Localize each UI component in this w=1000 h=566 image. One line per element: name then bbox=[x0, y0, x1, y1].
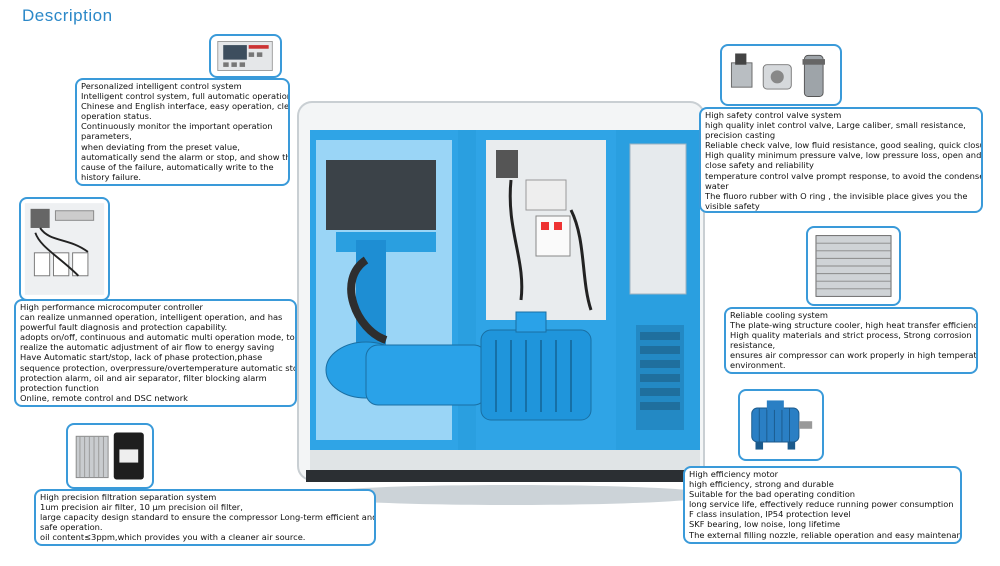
valve-line: High safety control valve system bbox=[705, 110, 842, 120]
filtration-line: oil content≤3ppm,which provides you with… bbox=[40, 532, 306, 543]
motor-thumbnail bbox=[738, 389, 824, 461]
motor-line: high efficiency, strong and durable bbox=[689, 479, 834, 490]
valve-line: water bbox=[705, 180, 729, 191]
motor-description: High efficiency motor high efficiency, s… bbox=[683, 466, 962, 544]
valve-line: temperature control valve prompt respons… bbox=[705, 170, 983, 181]
control-system-description: Personalized intelligent control system … bbox=[75, 78, 290, 186]
microcomputer-line: High performance microcomputer controlle… bbox=[20, 302, 203, 312]
microcomputer-line: Have Automatic start/stop, lack of phase… bbox=[20, 352, 263, 363]
control-system-line: when deviating from the preset value, bbox=[81, 141, 240, 152]
motor-line: High efficiency motor bbox=[689, 469, 779, 479]
filtration-line: High precision filtration separation sys… bbox=[40, 492, 217, 502]
control-system-line: cause of the failure, automatically writ… bbox=[81, 161, 274, 172]
filtration-line: safe operation. bbox=[40, 522, 103, 533]
motor-line: F class insulation, IP54 protection leve… bbox=[689, 509, 851, 520]
valve-line: Reliable check valve, low fluid resistan… bbox=[705, 140, 983, 151]
control-system-line: automatically send the alarm or stop, an… bbox=[81, 151, 290, 162]
microcomputer-description: High performance microcomputer controlle… bbox=[14, 299, 297, 407]
valve-line: visible safety bbox=[705, 200, 760, 211]
air-compressor-illustration bbox=[297, 101, 716, 505]
control-system-line: Intelligent control system, full automat… bbox=[81, 91, 290, 102]
page-title: Description bbox=[22, 6, 113, 25]
cooler-thumbnail bbox=[806, 226, 901, 306]
filters-thumbnail bbox=[66, 423, 154, 489]
microcomputer-line: Online, remote control and DSC network bbox=[20, 392, 188, 403]
cooling-line: High quality materials and strict proces… bbox=[730, 330, 972, 341]
valves-thumbnail bbox=[720, 44, 842, 106]
cooling-line: resistance, bbox=[730, 340, 776, 351]
microcomputer-line: adopts on/off, continuous and automatic … bbox=[20, 332, 295, 343]
control-system-line: Continuously monitor the important opera… bbox=[81, 121, 273, 132]
valve-line: close safety and reliability bbox=[705, 160, 814, 171]
motor-line: long service life, effectively reduce ru… bbox=[689, 499, 954, 510]
motor-line: SKF bearing, low noise, long lifetime bbox=[689, 519, 841, 530]
valve-line: high quality inlet control valve, Large … bbox=[705, 120, 966, 131]
control-system-line: operation status. bbox=[81, 111, 152, 122]
microcomputer-line: realize the automatic adjustment of air … bbox=[20, 342, 275, 353]
microcomputer-line: sequence protection, overpressure/overte… bbox=[20, 362, 297, 373]
microcomputer-line: protection alarm, oil and air separator,… bbox=[20, 372, 267, 383]
cooling-line: environment. bbox=[730, 360, 786, 371]
microcomputer-line: powerful fault diagnosis and protection … bbox=[20, 322, 228, 333]
control-system-line: Personalized intelligent control system bbox=[81, 81, 242, 91]
control-system-line: history failure. bbox=[81, 171, 142, 182]
electrical-controller-thumbnail bbox=[19, 197, 110, 301]
filtration-line: 1um precision air filter, 10 μm precisio… bbox=[40, 502, 243, 513]
microcomputer-line: can realize unmanned operation, intellig… bbox=[20, 312, 283, 323]
valve-line: The fluoro rubber with O ring , the invi… bbox=[705, 190, 968, 201]
valve-line: High quality minimum pressure valve, low… bbox=[705, 150, 982, 161]
microcomputer-line: protection function bbox=[20, 382, 99, 393]
control-system-line: Chinese and English interface, easy oper… bbox=[81, 101, 290, 112]
control-system-line: parameters, bbox=[81, 131, 132, 142]
valve-description: High safety control valve system high qu… bbox=[699, 107, 983, 213]
cooling-line: Reliable cooling system bbox=[730, 310, 828, 320]
filtration-description: High precision filtration separation sys… bbox=[34, 489, 376, 546]
cooling-line: The plate-wing structure cooler, high he… bbox=[730, 320, 978, 331]
motor-line: Suitable for the bad operating condition bbox=[689, 489, 856, 500]
motor-line: The external filling nozzle, reliable op… bbox=[689, 529, 962, 540]
filtration-line: large capacity design standard to ensure… bbox=[40, 512, 376, 523]
valve-line: precision casting bbox=[705, 130, 776, 141]
control-panel-thumbnail bbox=[209, 34, 282, 78]
cooling-description: Reliable cooling system The plate-wing s… bbox=[724, 307, 978, 374]
cooling-line: ensures air compressor can work properly… bbox=[730, 350, 978, 361]
